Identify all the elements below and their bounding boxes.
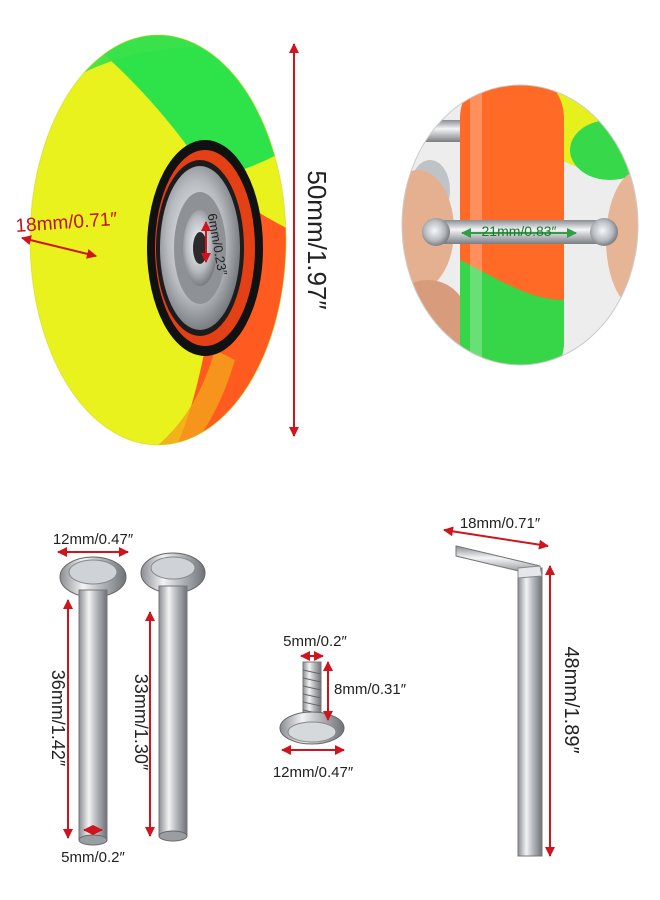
long-axle-thread-label: 5mm/0.2″ [61,849,125,866]
wheel-image [29,34,287,446]
screw-length-label: 8mm/0.31″ [334,681,407,698]
long-axle-length-dimension: 36mm/1.42″ [48,599,73,839]
long-axle-head-label: 12mm/0.47″ [53,531,134,548]
short-axle-length-dimension: 33mm/1.30″ [131,611,155,837]
screw-thread-dimension: 5mm/0.2″ [283,633,348,661]
wheel-height-label: 50mm/1.97″ [302,170,332,309]
screw-length-dimension: 8mm/0.31″ [323,661,407,721]
short-axle-bolt [140,552,206,842]
hex-key-width-label: 18mm/0.71″ [460,515,541,532]
hex-key-width-dimension: 18mm/0.71″ [443,515,549,550]
hex-key [455,545,543,857]
wheel-height-dimension: 50mm/1.97″ [289,43,332,437]
long-axle-thread-dimension: 5mm/0.2″ [61,825,126,866]
screw-head-label: 12mm/0.47″ [273,764,354,781]
screw [279,661,345,745]
screw-head-dimension: 12mm/0.47″ [273,745,354,781]
long-axle-head-dimension: 12mm/0.47″ [53,531,134,557]
hex-key-length-label: 48mm/1.89″ [560,646,582,753]
hex-key-length-dimension: 48mm/1.89″ [545,565,582,857]
short-axle-length-label: 33mm/1.30″ [131,674,151,771]
axle-width-label: 21mm/0.83″ [482,223,557,239]
screw-thread-label: 5mm/0.2″ [283,633,347,650]
long-axle-bolt [59,556,127,846]
mounted-wheel-photo [401,84,639,366]
axle-width-dimension: 21mm/0.83″ [461,223,577,239]
long-axle-length-label: 36mm/1.42″ [48,670,68,767]
